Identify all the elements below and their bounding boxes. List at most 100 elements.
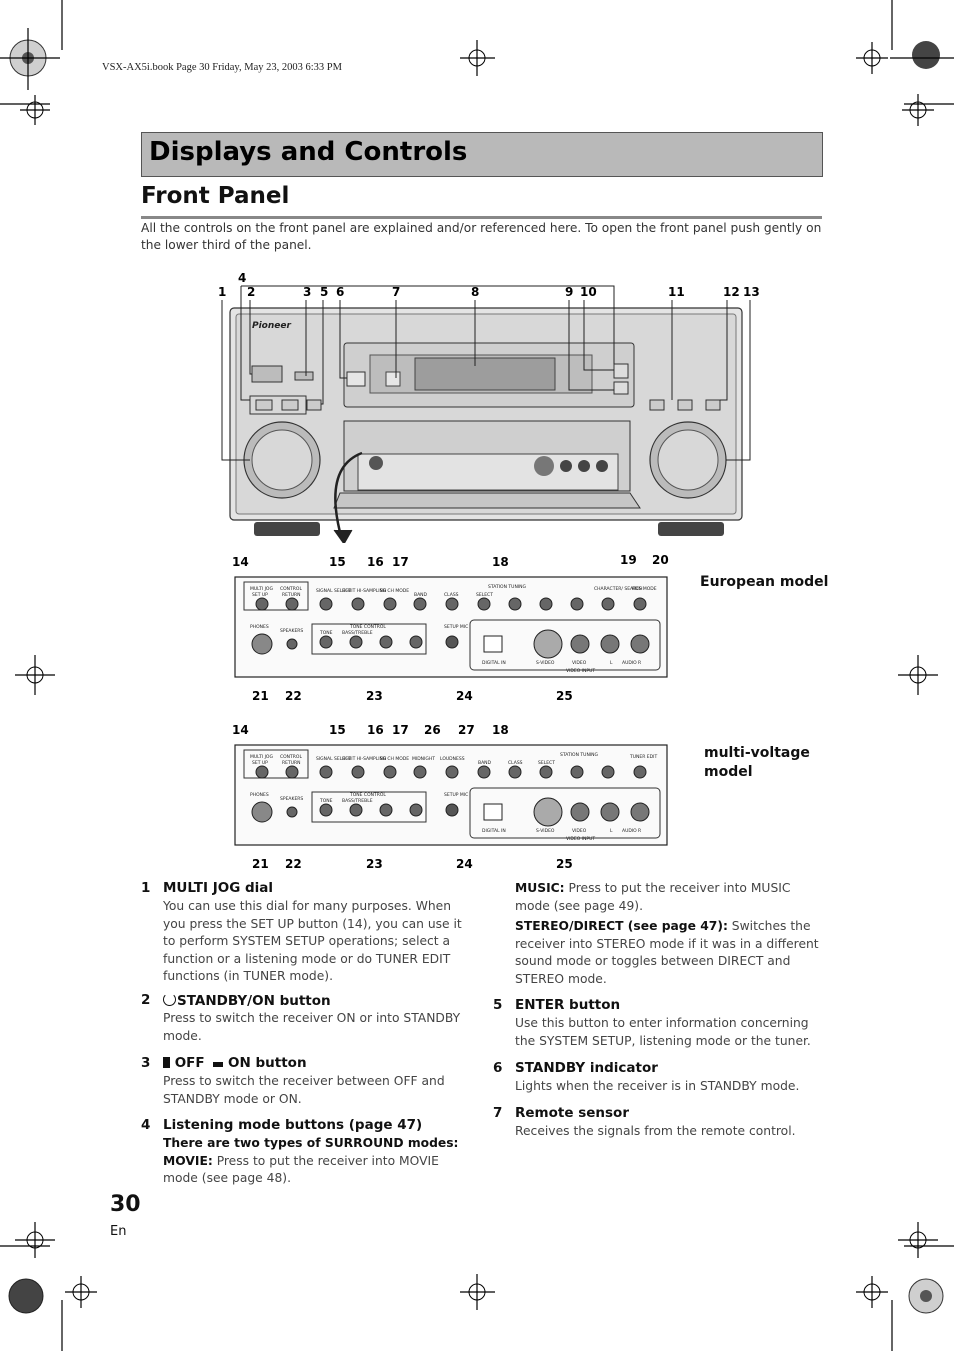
item-3: 3 OFF ON button Press to switch the rece… xyxy=(141,1055,481,1108)
svg-text:TUNER EDIT: TUNER EDIT xyxy=(629,754,657,760)
eu-callout-18: 18 xyxy=(492,555,509,569)
svg-text:SET UP: SET UP xyxy=(252,760,268,766)
mv-callout-24: 24 xyxy=(456,857,473,871)
mv-callout-15: 15 xyxy=(329,723,346,737)
mv-callout-23: 23 xyxy=(366,857,383,871)
movie-label: MOVIE: xyxy=(163,1153,213,1168)
off-switch-icon xyxy=(163,1057,170,1068)
callout-6: 6 xyxy=(336,285,344,299)
eu-callout-15: 15 xyxy=(329,555,346,569)
page-title-bar: Displays and Controls xyxy=(141,132,823,177)
page-title: Displays and Controls xyxy=(149,137,468,167)
svg-text:BAND: BAND xyxy=(478,760,492,766)
item-5-body: Use this button to enter information con… xyxy=(515,1016,811,1048)
item-5-number: 5 xyxy=(493,997,503,1013)
item-3-title-on: ON button xyxy=(228,1055,307,1071)
svg-text:BASS/TREBLE: BASS/TREBLE xyxy=(342,798,373,804)
power-icon xyxy=(163,993,176,1006)
on-switch-icon xyxy=(213,1062,224,1067)
svg-text:S-VIDEO: S-VIDEO xyxy=(536,660,555,666)
european-model-label: European model xyxy=(700,574,829,590)
section-rule xyxy=(141,216,822,219)
svg-text:TONE CONTROL: TONE CONTROL xyxy=(349,792,386,798)
svg-text:S-VIDEO: S-VIDEO xyxy=(536,828,555,834)
svg-text:MIDNIGHT: MIDNIGHT xyxy=(412,756,435,762)
item-3-title-off: OFF xyxy=(174,1055,205,1071)
svg-text:SELECT: SELECT xyxy=(538,760,555,766)
svg-text:HI-BIT HI-SAMPLING: HI-BIT HI-SAMPLING xyxy=(342,588,387,594)
multi-voltage-panel-illustration: 14 15 16 17 26 27 18 MULTI JOG CONTROL S… xyxy=(232,723,668,871)
callout-11: 11 xyxy=(668,285,685,299)
svg-text:MULTI JOG: MULTI JOG xyxy=(250,754,273,760)
svg-text:SETUP MIC: SETUP MIC xyxy=(444,792,468,798)
svg-text:VIDEO INPUT: VIDEO INPUT xyxy=(566,668,595,674)
item-2-number: 2 xyxy=(141,992,151,1008)
svg-text:CLASS: CLASS xyxy=(444,592,459,598)
callout-9: 9 xyxy=(565,285,573,299)
page-language: En xyxy=(110,1224,127,1239)
svg-text:MULTI JOG: MULTI JOG xyxy=(250,586,273,592)
brand-logo: Pioneer xyxy=(252,321,291,331)
svg-text:L: L xyxy=(610,828,613,834)
section-title: Front Panel xyxy=(141,183,290,209)
multi-voltage-label-line2: model xyxy=(704,764,753,780)
item-1-number: 1 xyxy=(141,880,151,896)
mv-callout-26: 26 xyxy=(424,723,441,737)
svg-text:BAND: BAND xyxy=(414,592,428,598)
mv-callout-17: 17 xyxy=(392,723,409,737)
callout-10: 10 xyxy=(580,285,597,299)
eu-callout-22: 22 xyxy=(285,689,302,703)
svg-text:SETUP MIC: SETUP MIC xyxy=(444,624,468,630)
item-2-body: Press to switch the receiver ON or into … xyxy=(163,1011,461,1043)
mv-callout-14: 14 xyxy=(232,723,249,737)
registration-mark-mid-left xyxy=(15,655,55,695)
svg-text:CONTROL: CONTROL xyxy=(280,754,302,760)
item-6: 6 STANDBY indicator Lights when the rece… xyxy=(493,1060,833,1096)
svg-text:SET UP: SET UP xyxy=(252,592,268,598)
svg-text:STATION TUNING: STATION TUNING xyxy=(488,584,527,590)
svg-text:SB CH MODE: SB CH MODE xyxy=(380,588,409,594)
svg-text:LOUDNESS: LOUDNESS xyxy=(440,756,465,762)
registration-mark-top-right xyxy=(856,0,954,126)
svg-text:CLASS: CLASS xyxy=(508,760,523,766)
music-label: MUSIC: xyxy=(515,881,565,895)
page-number: 30 xyxy=(110,1192,141,1217)
callout-5: 5 xyxy=(320,285,328,299)
svg-text:SELECT: SELECT xyxy=(476,592,493,598)
svg-text:AUDIO: AUDIO xyxy=(622,660,637,666)
item-1-body: You can use this dial for many purposes.… xyxy=(163,899,462,983)
item-7-number: 7 xyxy=(493,1105,503,1121)
item-1-title: MULTI JOG dial xyxy=(163,880,274,896)
svg-text:RDS MODE: RDS MODE xyxy=(632,586,657,592)
stereo-direct-label: STEREO/DIRECT (see page 47): xyxy=(515,919,728,933)
item-7: 7 Remote sensor Receives the signals fro… xyxy=(493,1105,833,1141)
svg-text:VIDEO INPUT: VIDEO INPUT xyxy=(566,836,595,842)
svg-text:TONE CONTROL: TONE CONTROL xyxy=(349,624,386,630)
item-5-title: ENTER button xyxy=(515,997,621,1013)
svg-text:R: R xyxy=(638,828,641,834)
svg-text:BASS/TREBLE: BASS/TREBLE xyxy=(342,630,373,636)
registration-mark-bottom-center xyxy=(460,1274,495,1310)
item-7-body: Receives the signals from the remote con… xyxy=(515,1124,796,1138)
item-1: 1 MULTI JOG dial You can use this dial f… xyxy=(141,880,481,986)
mv-callout-18: 18 xyxy=(492,723,509,737)
item-3-body: Press to switch the receiver between OFF… xyxy=(163,1074,445,1106)
svg-text:PHONES: PHONES xyxy=(250,792,269,798)
book-header-line: VSX-AX5i.book Page 30 Friday, May 23, 20… xyxy=(102,62,342,73)
svg-text:R: R xyxy=(638,660,641,666)
svg-text:AUDIO: AUDIO xyxy=(622,828,637,834)
callout-12: 12 xyxy=(723,285,740,299)
svg-text:SPEAKERS: SPEAKERS xyxy=(280,796,303,802)
eu-callout-24: 24 xyxy=(456,689,473,703)
callout-2: 2 xyxy=(247,285,255,299)
registration-mark-mid-right xyxy=(898,655,938,695)
callout-8: 8 xyxy=(471,285,479,299)
svg-text:DIGITAL IN: DIGITAL IN xyxy=(482,660,506,666)
callout-13: 13 xyxy=(743,285,760,299)
item-4-title: Listening mode buttons (page 47) xyxy=(163,1117,423,1133)
music-description: MUSIC: Press to put the receiver into MU… xyxy=(515,880,825,915)
callout-4: 4 xyxy=(238,271,246,285)
music-text: Press to put the receiver into MUSIC mod… xyxy=(515,881,791,913)
item-4: 4 Listening mode buttons (page 47) There… xyxy=(141,1117,481,1188)
